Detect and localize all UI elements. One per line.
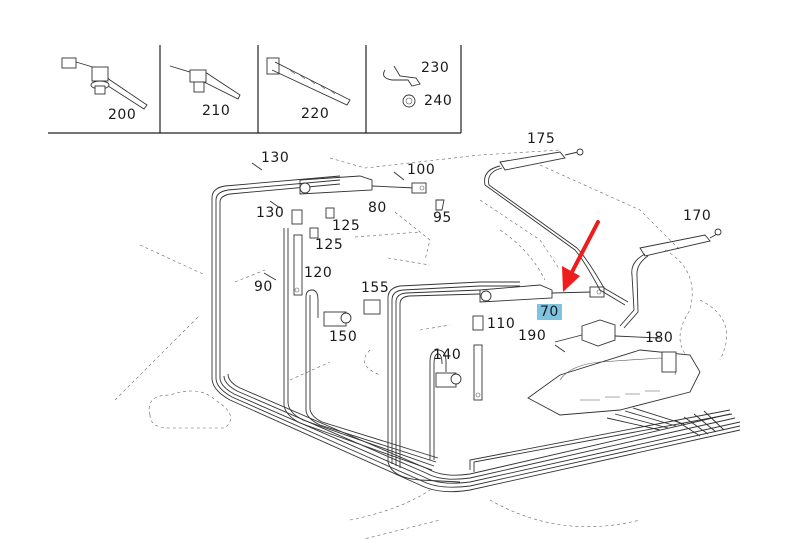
cylinder-170: [619, 228, 722, 329]
label-part-150[interactable]: 150: [329, 329, 358, 345]
part-220-icon: [266, 57, 351, 106]
valve-150: [323, 311, 352, 327]
label-part-120[interactable]: 120: [304, 265, 333, 281]
label-part-155[interactable]: 155: [361, 280, 390, 296]
label-part-210[interactable]: 210: [202, 103, 231, 119]
cylinder-70: [479, 284, 605, 303]
label-part-175[interactable]: 175: [527, 131, 556, 147]
label-part-170[interactable]: 170: [683, 208, 712, 224]
bolts-and-clips: [251, 162, 445, 281]
label-part-125-a[interactable]: 125: [332, 218, 361, 234]
label-part-230[interactable]: 230: [421, 60, 450, 76]
label-part-95[interactable]: 95: [433, 210, 452, 226]
label-part-130-top[interactable]: 130: [261, 150, 290, 166]
vehicle-outline: [114, 149, 727, 539]
label-part-240[interactable]: 240: [424, 93, 453, 109]
label-part-100[interactable]: 100: [407, 162, 436, 178]
label-part-220[interactable]: 220: [301, 106, 330, 122]
label-part-200[interactable]: 200: [108, 107, 137, 123]
cylinder-110: [472, 315, 484, 401]
label-part-110[interactable]: 110: [487, 316, 516, 332]
part-210-icon: [169, 65, 241, 100]
label-part-70-highlighted[interactable]: 70: [537, 304, 562, 320]
label-part-80[interactable]: 80: [368, 200, 387, 216]
cylinder-175: [484, 148, 629, 306]
pump-180: [554, 319, 661, 353]
accessory-panel-frame: [48, 45, 462, 134]
highlight-arrow: [562, 220, 600, 292]
label-part-125-b[interactable]: 125: [315, 237, 344, 253]
label-part-180[interactable]: 180: [645, 330, 674, 346]
cylinder-120: [291, 209, 303, 296]
cylinder-80: [299, 175, 427, 195]
label-part-90[interactable]: 90: [254, 279, 273, 295]
part-230-240-icon: [383, 65, 421, 108]
hydraulic-lines: [211, 175, 741, 493]
valve-140: [435, 372, 462, 388]
label-part-190[interactable]: 190: [518, 328, 547, 344]
label-part-140[interactable]: 140: [433, 347, 462, 363]
valve-155: [363, 299, 381, 315]
hydraulic-unit: [527, 349, 701, 416]
label-part-130-mid[interactable]: 130: [256, 205, 285, 221]
part-200-icon: [61, 57, 148, 110]
